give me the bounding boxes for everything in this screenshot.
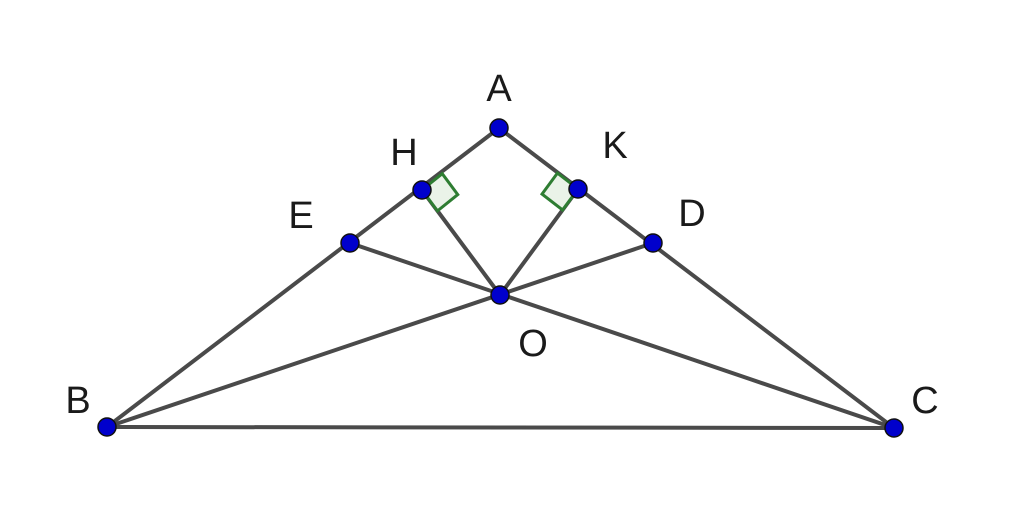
- point-label-B: B: [65, 380, 90, 422]
- right-angle-K-icon: [539, 170, 581, 213]
- point-labels-layer: A H K E D O B C: [65, 68, 938, 422]
- point-O[interactable]: [490, 285, 510, 305]
- right-angle-markers-layer: [419, 170, 581, 214]
- segment-B-C: [105, 425, 896, 430]
- segment-B-A: [105, 126, 501, 429]
- point-label-K: K: [602, 125, 627, 167]
- points-layer: [97, 118, 904, 438]
- point-K[interactable]: [568, 179, 588, 199]
- point-D[interactable]: [643, 233, 663, 253]
- segments-layer: [105, 126, 896, 430]
- segment-C-E: [348, 241, 896, 430]
- segment-B-D: [105, 241, 655, 429]
- point-B[interactable]: [97, 417, 117, 437]
- point-E[interactable]: [340, 233, 360, 253]
- right-angle-H-icon: [419, 171, 460, 214]
- point-label-A: A: [486, 68, 512, 110]
- point-A[interactable]: [489, 118, 509, 138]
- point-label-C: C: [911, 380, 938, 422]
- point-H[interactable]: [412, 180, 432, 200]
- point-label-O: O: [518, 323, 548, 365]
- point-C[interactable]: [884, 418, 904, 438]
- point-label-E: E: [288, 195, 313, 237]
- point-label-D: D: [678, 193, 705, 235]
- point-label-H: H: [390, 132, 417, 174]
